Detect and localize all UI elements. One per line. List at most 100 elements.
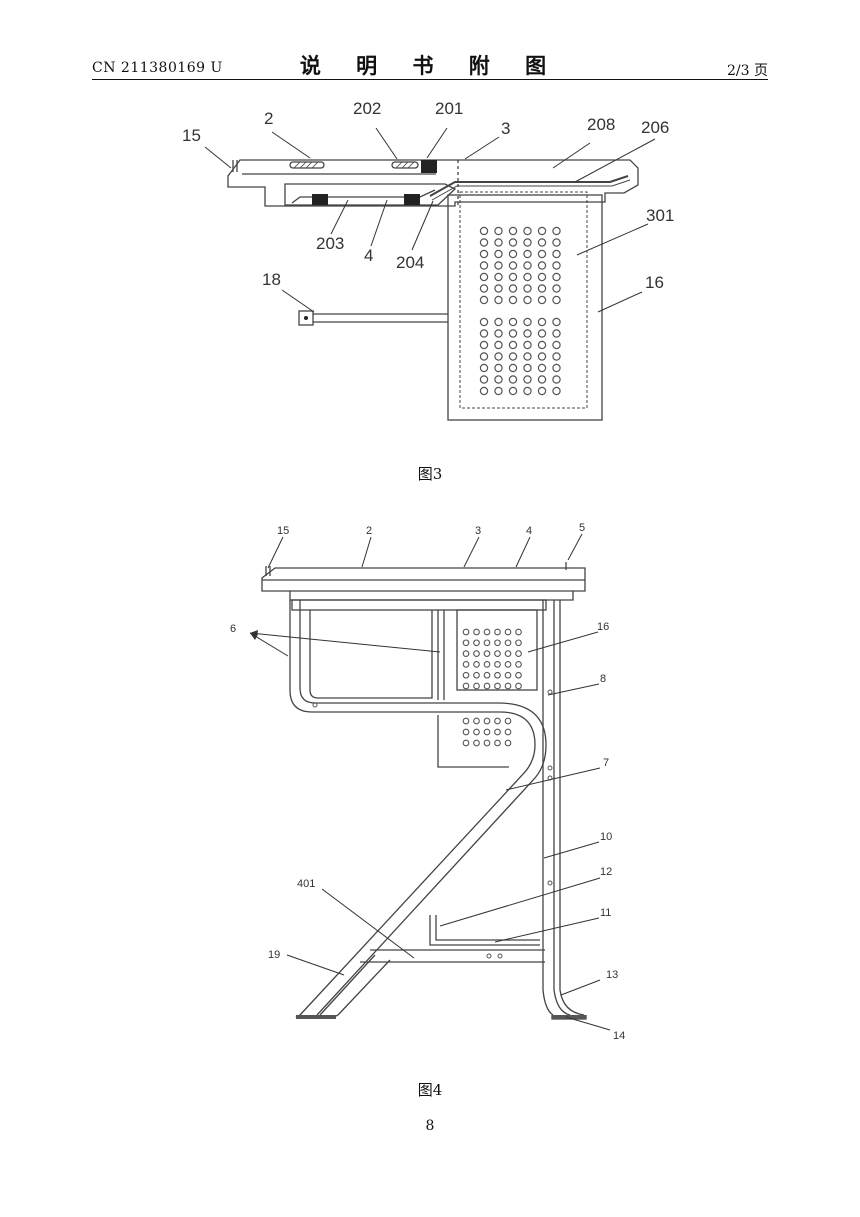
perforation-hole (462, 661, 470, 668)
fig4-label-4: 4 (526, 525, 532, 537)
perforation-hole (494, 238, 503, 247)
fig3-label-4: 4 (364, 246, 373, 265)
perforation-hole (479, 295, 489, 305)
perforation-hole (508, 375, 518, 384)
perforation-hole (508, 261, 518, 270)
perforation-hole (479, 272, 489, 282)
perforation-hole (473, 728, 480, 736)
perforation-hole (508, 317, 518, 327)
perforation-hole (494, 650, 501, 657)
header-divider (92, 79, 768, 80)
perforation-hole (473, 639, 480, 647)
perforation-hole (494, 329, 503, 338)
perforation-hole (523, 317, 532, 327)
perforation-hole (483, 671, 491, 679)
perforation-hole (523, 226, 532, 236)
perforation-hole (494, 317, 503, 327)
perforation-hole (508, 284, 518, 293)
perforation-hole (494, 682, 501, 690)
perforation-hole (552, 329, 561, 338)
perforation-hole (508, 295, 518, 305)
fig4-label-14: 14 (613, 1030, 625, 1042)
perforation-hole (483, 661, 491, 668)
perforation-hole (462, 639, 470, 647)
perforation-hole (537, 386, 547, 396)
perforation-hole (494, 295, 503, 305)
perforation-hole (504, 661, 512, 668)
perforation-hole (537, 238, 547, 247)
perforation-hole (473, 682, 480, 690)
perforation-hole (494, 386, 503, 396)
perforation-hole (479, 375, 489, 384)
perforation-hole (462, 628, 470, 636)
perforation-hole (523, 295, 532, 305)
perforation-hole (479, 329, 489, 338)
fig3-label-301: 301 (646, 206, 674, 225)
perforation-hole (462, 650, 470, 657)
perforation-hole (515, 671, 522, 679)
perforation-hole (462, 671, 470, 679)
perforation-hole (504, 639, 512, 647)
perforation-hole (479, 317, 489, 327)
perforation-hole (504, 682, 512, 690)
perforation-hole (494, 340, 503, 350)
fig3-label-204: 204 (396, 253, 424, 272)
perforation-hole (515, 682, 522, 690)
perforation-hole (537, 261, 547, 270)
perforation-hole (537, 363, 547, 373)
perforation-hole (504, 628, 512, 636)
perforation-hole (537, 272, 547, 282)
perforation-hole (494, 272, 503, 282)
perforation-hole (494, 375, 503, 384)
perforation-hole (552, 386, 561, 396)
perforation-hole (479, 284, 489, 293)
perforation-hole (552, 261, 561, 270)
perforation-hole (483, 728, 491, 736)
perforation-hole (552, 317, 561, 327)
perforation-hole (523, 352, 532, 361)
perforation-hole (494, 739, 501, 747)
fig4-label-5: 5 (579, 522, 585, 534)
fig4-label-12: 12 (600, 866, 612, 878)
fig4-label-11: 11 (600, 907, 611, 919)
perforation-hole (479, 249, 489, 259)
perforation-hole (494, 226, 503, 236)
fig3-label-202: 202 (353, 99, 381, 118)
document-number: CN 211380169 U (92, 60, 223, 76)
perforation-hole (515, 628, 522, 636)
fig4-label-8: 8 (600, 673, 606, 685)
fig4-label-401: 401 (297, 878, 315, 890)
perforation-hole (552, 352, 561, 361)
perforation-hole (494, 717, 501, 725)
perforation-hole (515, 650, 522, 657)
perforation-hole (494, 728, 501, 736)
perforation-hole (552, 375, 561, 384)
perforation-hole (494, 628, 501, 636)
figure-3-caption: 图3 (417, 465, 443, 483)
perforation-hole (552, 340, 561, 350)
perforation-hole (523, 329, 532, 338)
perforation-hole (515, 661, 522, 668)
perforation-hole (523, 284, 532, 293)
perforation-hole (504, 728, 512, 736)
perforation-hole (494, 352, 503, 361)
perforation-hole (552, 226, 561, 236)
perforation-hole (483, 628, 491, 636)
perforation-hole (494, 261, 503, 270)
fig3-label-201: 201 (435, 99, 463, 118)
perforation-hole (462, 728, 470, 736)
perforation-hole (552, 295, 561, 305)
perforation-hole (523, 363, 532, 373)
perforation-hole (462, 739, 470, 747)
fig3-label-15: 15 (182, 126, 201, 145)
perforation-hole (537, 329, 547, 338)
figure-4-caption: 图4 (417, 1081, 443, 1099)
perforation-hole (473, 650, 480, 657)
fig3-label-2: 2 (264, 109, 273, 128)
perforation-hole (494, 671, 501, 679)
perforation-hole (515, 639, 522, 647)
perforation-hole (494, 661, 501, 668)
perforation-hole (479, 226, 489, 236)
